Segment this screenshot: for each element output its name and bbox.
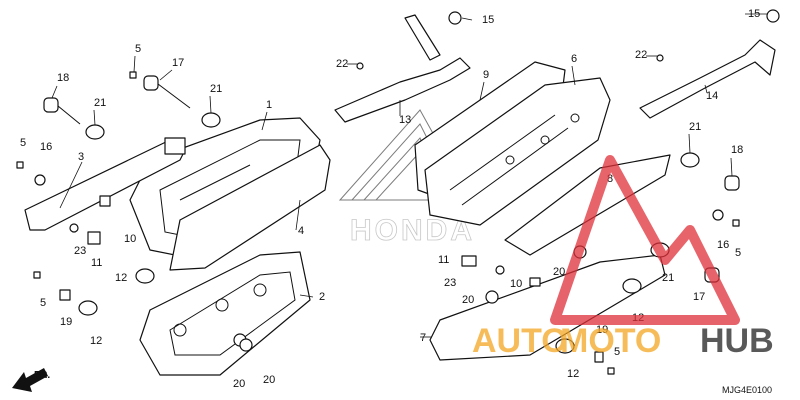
callout-c12d: 12: [567, 368, 579, 380]
part-2-base-left: [139, 251, 311, 376]
callout-c17b: 17: [693, 291, 705, 303]
nut-5-a: [129, 71, 137, 79]
callout-c5a: 5: [135, 43, 141, 55]
nut-5-c: [33, 271, 41, 279]
watermark-auto: AUTO: [472, 322, 568, 360]
callout-c18a: 18: [57, 72, 69, 84]
callout-c17a: 17: [172, 57, 184, 69]
callout-c20c: 20: [233, 378, 245, 390]
callout-c1: 1: [266, 99, 272, 111]
watermark-moto: MOTO: [560, 322, 661, 360]
grommet-18-left: [43, 97, 59, 113]
part-8-strap-right: [504, 154, 671, 256]
callout-c7: 7: [420, 332, 426, 344]
leader-lines: [51, 13, 768, 338]
callout-c8: 8: [607, 173, 613, 185]
grommet-12-mid: [135, 268, 155, 284]
callout-c21a: 21: [94, 97, 106, 109]
diagram-code: MJG4E0100: [722, 385, 772, 395]
screw-23-left: [69, 223, 79, 233]
callout-c3: 3: [78, 151, 84, 163]
watermark-logo-triangle: [550, 155, 740, 325]
callout-c15a: 15: [482, 14, 494, 26]
callout-c12b: 12: [90, 335, 102, 347]
callout-c13: 13: [399, 114, 411, 126]
callout-c22b: 22: [635, 49, 647, 61]
callout-c20a: 20: [553, 266, 565, 278]
front-arrow-icon: [12, 368, 48, 392]
bolt-22-left: [356, 62, 364, 70]
callout-c21b: 21: [210, 83, 222, 95]
bolt-20-b: [239, 338, 253, 352]
callout-c5e: 5: [614, 346, 620, 358]
callout-c10b: 10: [510, 278, 522, 290]
callout-c6: 6: [571, 53, 577, 65]
part-13-bracket: [334, 14, 471, 123]
callout-c18b: 18: [731, 144, 743, 156]
callout-c19b: 19: [596, 324, 608, 336]
callout-c11b: 11: [438, 254, 449, 266]
grommet-18-right: [724, 175, 740, 191]
nut-5-d: [732, 219, 740, 227]
callout-c16a: 16: [40, 141, 52, 153]
bolt-20-left-lower: [485, 290, 499, 304]
callout-c2: 2: [319, 291, 325, 303]
bolt-16-right: [712, 209, 724, 221]
front-label: FR.: [34, 370, 50, 381]
clip-10-right: [529, 277, 541, 287]
grommet-12-bottom: [555, 338, 575, 354]
callout-c9: 9: [483, 69, 489, 81]
callout-c15b: 15: [748, 8, 760, 20]
part-14-bracket: [639, 39, 776, 119]
clip-11-left: [87, 231, 101, 245]
front-direction-marker: FR.: [12, 368, 50, 392]
part-3-strap-left: [24, 137, 186, 231]
fasteners: [16, 9, 780, 375]
automotohub-watermark: AUTO MOTO HUB: [472, 155, 774, 360]
callout-c23a: 23: [74, 245, 86, 257]
callout-c4: 4: [298, 225, 304, 237]
callout-c22a: 22: [336, 58, 348, 70]
clip-11-right: [461, 255, 477, 267]
callout-c21c: 21: [689, 121, 701, 133]
callout-c21d: 21: [662, 272, 674, 284]
callout-c23b: 23: [444, 277, 456, 289]
cap-15-right: [766, 9, 780, 23]
bolt-22-right: [656, 54, 664, 62]
callout-c10a: 10: [124, 233, 136, 245]
bolt-16-left: [34, 174, 46, 186]
callout-c19a: 19: [60, 316, 72, 328]
grommet-12-right: [622, 278, 642, 294]
grommet-21-upper: [201, 112, 221, 128]
callout-c11a: 11: [91, 257, 102, 269]
grommet-21-left: [85, 124, 105, 140]
nut-5-b: [16, 161, 24, 169]
callout-c5b: 5: [20, 137, 26, 149]
part-7-base-right: [429, 254, 666, 361]
bolt-19-left: [59, 289, 71, 301]
callout-c12a: 12: [115, 272, 127, 284]
callout-c5d: 5: [735, 247, 741, 259]
callout-c20b: 20: [462, 294, 474, 306]
grommet-17-left: [143, 75, 159, 91]
grommet-21-right: [680, 152, 700, 168]
callout-c5c: 5: [40, 297, 46, 309]
nut-5-e: [607, 367, 615, 375]
callout-c16b: 16: [717, 239, 729, 251]
callout-c20d: 20: [263, 374, 275, 386]
part-6-side-cover-right: [424, 77, 611, 226]
part-4-gasket-left: [169, 144, 331, 271]
screw-23-right: [495, 265, 505, 275]
cap-15-left: [448, 11, 462, 25]
watermark-hub: HUB: [700, 322, 774, 360]
bolt-19-right: [594, 351, 604, 363]
grommet-12-lower: [78, 300, 98, 316]
callout-c14: 14: [706, 90, 718, 102]
clip-10-left: [99, 195, 111, 207]
